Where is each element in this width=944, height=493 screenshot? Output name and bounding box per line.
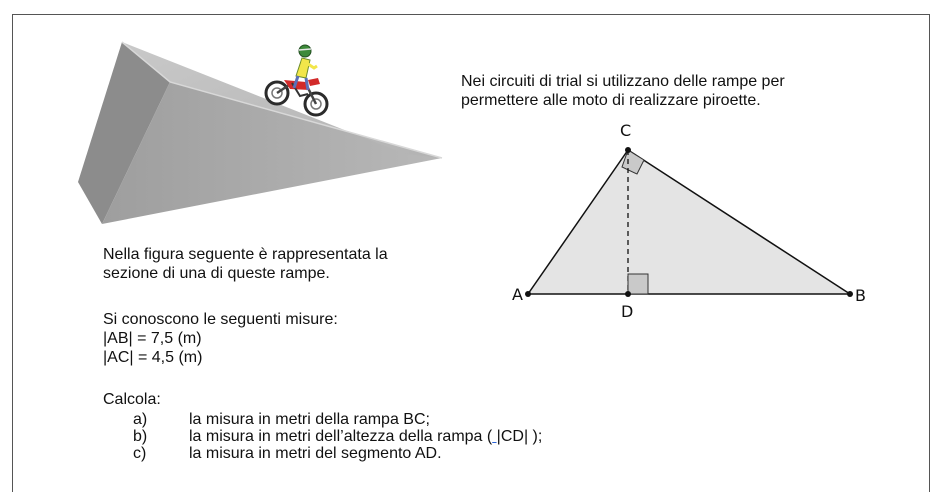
task-text-underlined: | bbox=[492, 428, 501, 445]
section-line-1: Nella figura seguente è rappresentata la bbox=[103, 246, 388, 263]
task-text: la misura in metri del segmento AD. bbox=[189, 445, 442, 462]
right-angle-marker-d bbox=[627, 273, 649, 295]
intro-line-1: Nei circuiti di trial si utilizzano dell… bbox=[461, 73, 785, 90]
task-text-suffix: CD| ); bbox=[500, 428, 543, 445]
label-a: A bbox=[512, 285, 523, 304]
section-description: Nella figura seguente è rappresentata la… bbox=[103, 245, 388, 283]
label-c: C bbox=[620, 121, 631, 140]
measures-heading: Si conoscono le seguenti misure: bbox=[103, 311, 338, 328]
intro-text: Nei circuiti di trial si utilizzano dell… bbox=[461, 72, 785, 110]
task-letter: b) bbox=[133, 428, 148, 445]
point-a bbox=[525, 291, 531, 297]
section-line-2: sezione di una di queste rampe. bbox=[103, 265, 330, 282]
ramp-illustration bbox=[78, 41, 443, 224]
task-item-b: b) la misura in metri dell’altezza della… bbox=[103, 428, 542, 445]
ramp-front-face bbox=[102, 82, 442, 224]
task-heading: Calcola: bbox=[103, 391, 161, 408]
measure-ac: |AC| = 4,5 (m) bbox=[103, 349, 203, 366]
label-d: D bbox=[621, 302, 633, 321]
intro-line-2: permettere alle moto di realizzare piroe… bbox=[461, 92, 761, 109]
motorcycle-rider-icon bbox=[264, 44, 329, 117]
point-b bbox=[847, 291, 853, 297]
task-section: Calcola: a) la misura in metri della ram… bbox=[103, 390, 542, 462]
point-d bbox=[625, 291, 631, 297]
label-b: B bbox=[855, 286, 866, 305]
task-item-c: c) la misura in metri del segmento AD. bbox=[103, 445, 542, 462]
task-text: la misura in metri della rampa BC; bbox=[189, 411, 430, 428]
task-item-a: a) la misura in metri della rampa BC; bbox=[103, 411, 542, 428]
task-text: la misura in metri dell’altezza della ra… bbox=[189, 428, 542, 445]
ramp-side-face bbox=[78, 42, 170, 224]
task-list: a) la misura in metri della rampa BC; b)… bbox=[103, 411, 542, 462]
point-c bbox=[625, 147, 631, 153]
triangle-abc bbox=[526, 148, 853, 295]
page-frame bbox=[12, 14, 930, 492]
triangle-diagram: A B C D bbox=[512, 121, 866, 321]
given-measures: Si conoscono le seguenti misure: |AB| = … bbox=[103, 310, 338, 367]
task-letter: a) bbox=[133, 411, 148, 428]
measure-ab: |AB| = 7,5 (m) bbox=[103, 330, 202, 347]
task-text-prefix: la misura in metri dell’altezza della ra… bbox=[189, 428, 493, 445]
task-letter: c) bbox=[133, 445, 147, 462]
